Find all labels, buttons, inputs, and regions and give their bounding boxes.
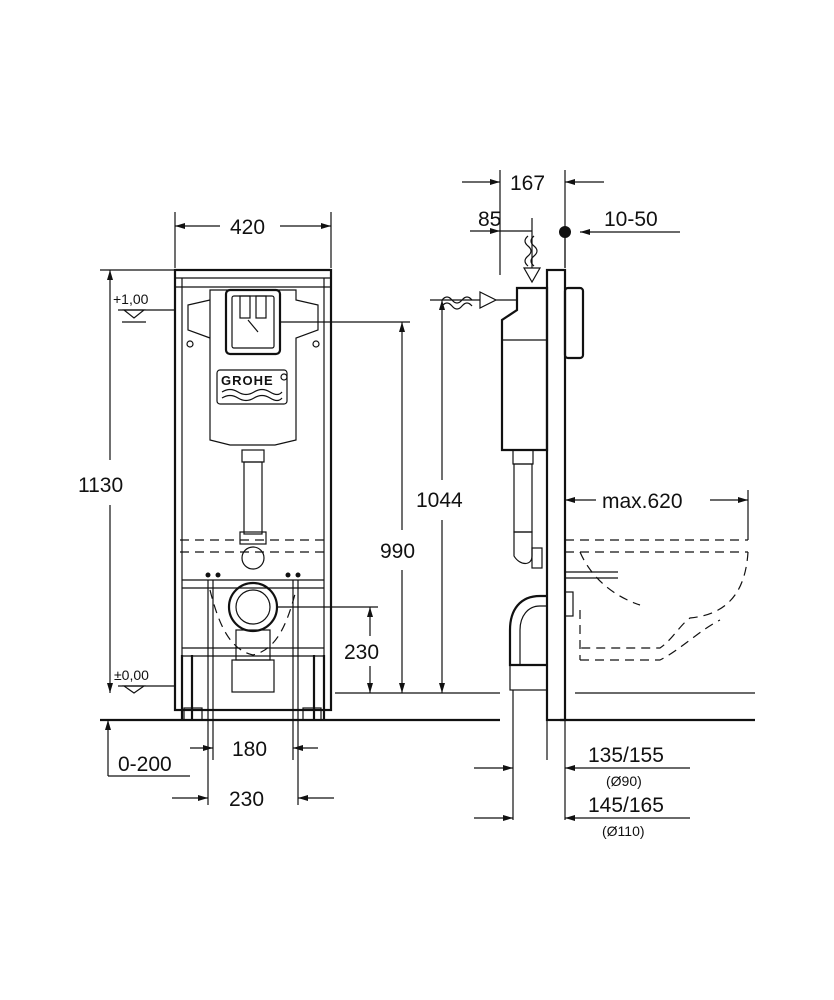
dim-label-height: 1130: [78, 474, 123, 497]
dim-label-drain-width: 230: [229, 788, 264, 811]
dim-label-bowl: max.620: [602, 490, 683, 513]
dim-drain-230: 230: [277, 606, 379, 693]
dim-label-drain-110: 145/165: [588, 794, 664, 817]
dim-label-drain-90: 135/155: [588, 744, 664, 767]
floor-line: [100, 692, 755, 722]
dim-label-depth: 167: [510, 172, 545, 195]
dim-inlet-85: 85: [470, 208, 533, 268]
dim-drain-230-width: 230: [172, 788, 334, 811]
water-inlet-side: [441, 235, 542, 310]
grohe-logo: [216, 369, 288, 405]
level-top-label: +1,00: [113, 291, 149, 307]
dim-label-bolt: 180: [232, 738, 267, 761]
dim-label-flush: 990: [380, 540, 415, 563]
dim-height-1130: 1130: [78, 269, 175, 693]
dim-drain-110: 145/165 (Ø110): [474, 794, 690, 839]
dim-wall-gap: 10-50: [559, 208, 680, 268]
front-frame: [173, 268, 333, 721]
dim-label-foot: 0-200: [118, 753, 172, 776]
bowl-outline-front: [180, 539, 326, 656]
dim-flush-990: 990: [280, 321, 415, 693]
cistern-front: GROHE: [186, 288, 320, 570]
bowl-outline-side: [565, 539, 749, 661]
dim-width-420: 420: [174, 212, 332, 268]
level-zero-label: ±0,00: [114, 667, 149, 683]
dim-bolt-180: 180: [190, 738, 318, 761]
dim-label-total: 1044: [416, 489, 463, 512]
dim-note-drain-90: (Ø90): [606, 773, 642, 789]
dim-label-inlet: 85: [478, 208, 501, 231]
logo-text: GROHE: [221, 373, 274, 388]
level-mark-top: +1,00: [113, 291, 175, 323]
dim-label-width: 420: [230, 216, 265, 239]
dim-bowl-max: max.620: [565, 490, 749, 540]
dim-total-1044: 1044: [416, 299, 480, 693]
dim-foot-range: 0-200: [105, 720, 190, 777]
level-mark-zero: ±0,00: [114, 667, 175, 694]
side-frame: [500, 268, 618, 820]
dim-label-wall-gap: 10-50: [604, 208, 658, 231]
dim-drain-90: 135/155 (Ø90): [474, 744, 690, 789]
dim-label-drain-height: 230: [344, 641, 379, 664]
dim-note-drain-110: (Ø110): [602, 823, 645, 839]
